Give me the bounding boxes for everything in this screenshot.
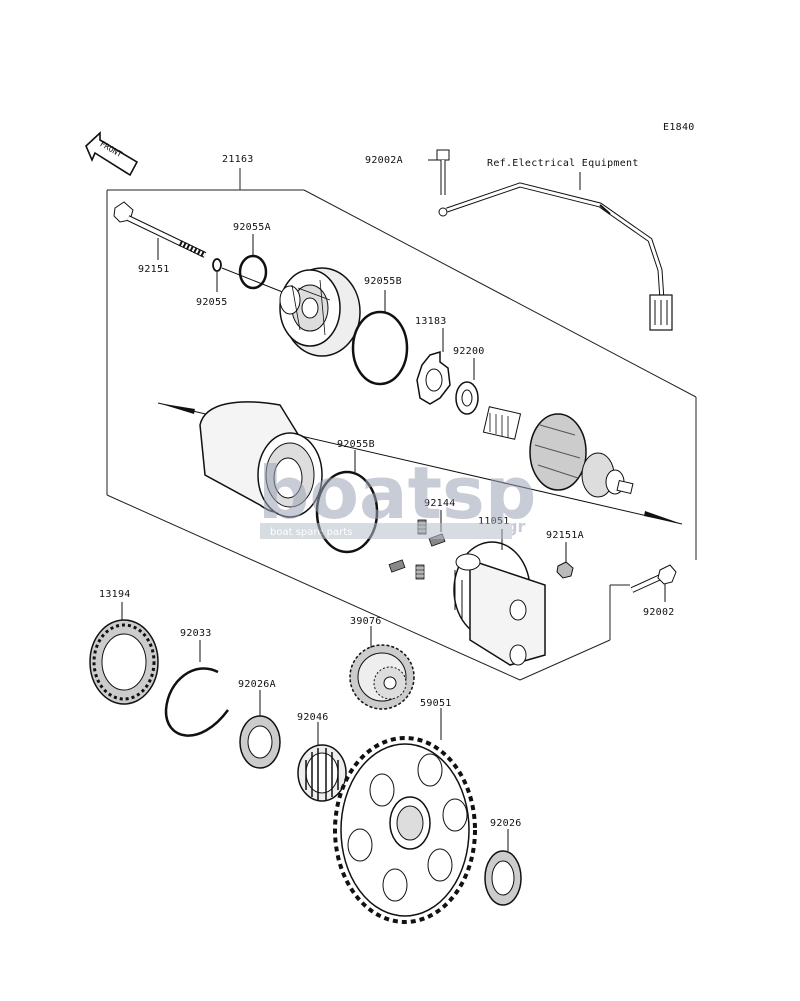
label-92002: 92002 <box>643 607 675 618</box>
o-ring-92055B-top[interactable] <box>351 310 409 386</box>
label-59051: 59051 <box>420 698 452 709</box>
o-ring-92055[interactable] <box>212 258 222 272</box>
bolt-92002[interactable] <box>630 564 677 593</box>
front-cover[interactable] <box>279 267 361 357</box>
starter-gear-59051[interactable] <box>333 736 477 924</box>
watermark-tagline: boat spare parts <box>270 527 352 538</box>
front-arrow-icon: FRONT <box>85 131 139 177</box>
label-92151: 92151 <box>138 264 170 275</box>
lock-plate-13183[interactable] <box>416 350 451 405</box>
circlip-92033[interactable] <box>164 667 230 737</box>
label-92151A: 92151A <box>546 530 584 541</box>
label-92046: 92046 <box>297 712 329 723</box>
label-13194: 13194 <box>99 589 131 600</box>
armature[interactable] <box>482 406 634 498</box>
label-13183: 13183 <box>415 316 447 327</box>
label-92026A: 92026A <box>238 679 276 690</box>
washer-92200[interactable] <box>455 381 479 415</box>
label-92144: 92144 <box>424 498 456 509</box>
label-92055B-mid: 92055B <box>337 439 375 450</box>
watermark-brand: boatsp <box>258 451 536 535</box>
group-box-starter-motor <box>106 168 697 681</box>
diagram-code: E1840 <box>663 122 695 133</box>
label-92055A: 92055A <box>233 222 271 233</box>
bolt-92002A[interactable] <box>428 149 450 195</box>
watermark-tagline-bar <box>260 523 512 539</box>
needle-bearing-92046[interactable] <box>297 744 347 802</box>
label-92033: 92033 <box>180 628 212 639</box>
washer-92026A[interactable] <box>239 715 281 769</box>
label-39076: 39076 <box>350 616 382 627</box>
label-92200: 92200 <box>453 346 485 357</box>
nut-92151A[interactable] <box>556 561 574 579</box>
idler-gear-39076[interactable] <box>349 644 415 710</box>
label-92055B-top: 92055B <box>364 276 402 287</box>
o-ring-92055B-mid[interactable] <box>315 470 379 554</box>
rear-cover-11051[interactable] <box>453 541 546 666</box>
o-ring-92055A[interactable] <box>238 254 268 290</box>
label-11051: 11051 <box>478 516 510 527</box>
watermark-logo: boatsp .gr boat spare parts <box>258 451 536 539</box>
starter-lead-wire[interactable] <box>438 172 673 331</box>
ref-label: Ref.Electrical Equipment <box>487 158 639 169</box>
washer-92026[interactable] <box>484 850 522 906</box>
label-92026: 92026 <box>490 818 522 829</box>
one-way-clutch-13194[interactable] <box>89 619 159 705</box>
motor-yoke[interactable] <box>199 401 323 518</box>
label-92055: 92055 <box>196 297 228 308</box>
long-bolt-92151[interactable] <box>113 201 207 258</box>
group-label: 21163 <box>222 154 254 165</box>
label-92002A: 92002A <box>365 155 403 166</box>
